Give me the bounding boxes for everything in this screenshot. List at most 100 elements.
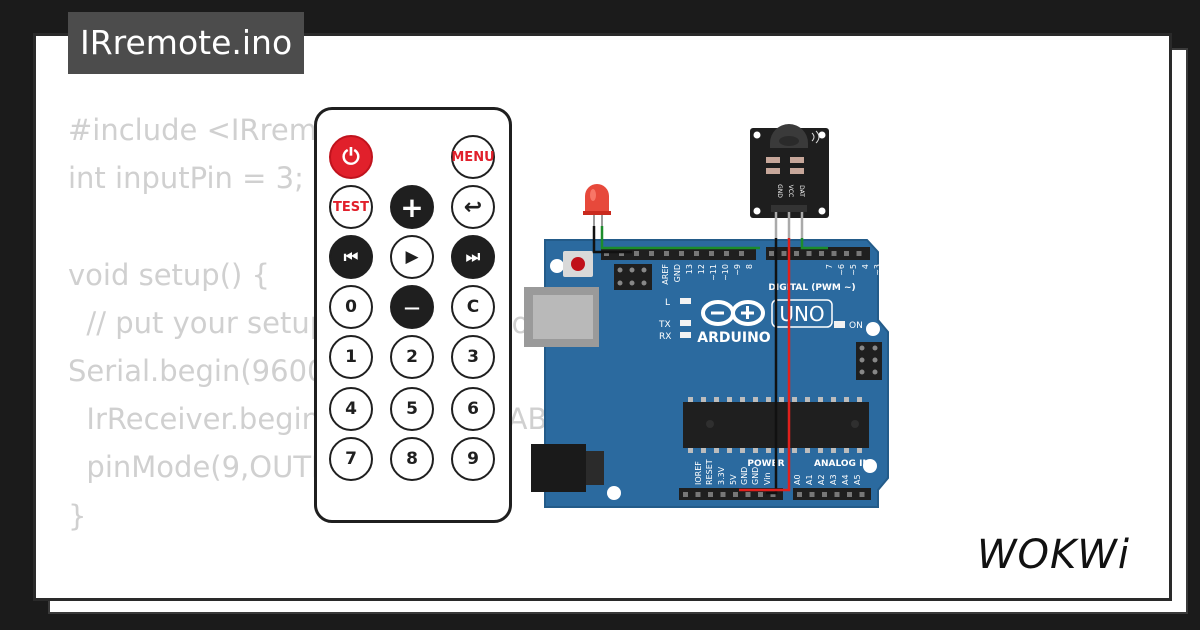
remote-button-label: 3 xyxy=(467,347,479,367)
remote-button-plus[interactable]: + xyxy=(390,185,434,229)
header-pin[interactable] xyxy=(806,251,812,256)
remote-button-power[interactable]: ⏻ xyxy=(329,135,373,179)
header-pin[interactable] xyxy=(769,251,774,256)
chip-pin xyxy=(714,448,719,453)
chip-pin xyxy=(779,397,784,402)
top-pin-label: ~10 xyxy=(721,264,730,281)
remote-button-1[interactable]: 1 xyxy=(329,335,373,379)
remote-button-test[interactable]: TEST xyxy=(329,185,373,229)
arduino-infinity-logo xyxy=(701,300,765,326)
header-pin[interactable] xyxy=(758,492,763,497)
remote-button-menu[interactable]: MENU xyxy=(451,135,495,179)
chip-pin xyxy=(805,448,810,453)
header-pin[interactable] xyxy=(724,251,729,256)
led-rx-label: RX xyxy=(659,332,671,342)
header-pin[interactable] xyxy=(708,492,713,497)
remote-button-3[interactable]: 3 xyxy=(451,335,495,379)
remote-button-8[interactable]: 8 xyxy=(390,437,434,481)
header-pin[interactable] xyxy=(739,251,744,256)
top-pin-label: ~5 xyxy=(849,264,858,276)
header-pin[interactable] xyxy=(604,251,609,256)
remote-button-c[interactable]: C xyxy=(451,285,495,329)
bottom-pin-label: A5 xyxy=(853,474,862,485)
top-pin-label: ~9 xyxy=(733,264,742,276)
reset-button[interactable] xyxy=(571,257,585,271)
top-pin-label: AREF xyxy=(661,264,670,285)
header-pin[interactable] xyxy=(683,492,688,497)
chip-pin xyxy=(844,397,849,402)
header-pin[interactable] xyxy=(679,251,684,256)
ir-vcc-wire xyxy=(739,238,791,492)
header-pin[interactable] xyxy=(847,492,852,497)
header-pin[interactable] xyxy=(733,492,738,497)
header-pin[interactable] xyxy=(856,251,862,256)
remote-button-label: 9 xyxy=(467,449,479,469)
header-pin[interactable] xyxy=(619,251,624,256)
header-pin[interactable] xyxy=(664,251,669,256)
code-line: } xyxy=(68,498,87,533)
power-section-label: POWER xyxy=(747,459,784,469)
remote-button-5[interactable]: 5 xyxy=(390,387,434,431)
remote-button-prev[interactable]: ⏮ xyxy=(329,235,373,279)
ir-receiver-module[interactable]: GND VCC DAT xyxy=(750,124,829,240)
remote-button-0[interactable]: 0 xyxy=(329,285,373,329)
remote-button-next[interactable]: ⏭ xyxy=(451,235,495,279)
remote-button-7[interactable]: 7 xyxy=(329,437,373,481)
chip-pin xyxy=(831,448,836,453)
code-line xyxy=(68,540,843,588)
top-pin-label: 8 xyxy=(745,264,754,269)
remote-button-9[interactable]: 9 xyxy=(451,437,495,481)
chip-pin xyxy=(857,397,862,402)
ir-pin-label-dat: DAT xyxy=(798,185,805,197)
bottom-pin-label: RESET xyxy=(705,459,714,485)
remote-button-2[interactable]: 2 xyxy=(390,335,434,379)
chip-pin xyxy=(688,397,693,402)
chip-pin xyxy=(792,397,797,402)
chip-pin xyxy=(766,448,771,453)
remote-button-label: 6 xyxy=(467,399,479,419)
chip-pin xyxy=(727,397,732,402)
header-pin[interactable] xyxy=(819,251,824,256)
header-pin[interactable] xyxy=(794,251,799,256)
chip-pin xyxy=(766,397,771,402)
header-pin[interactable] xyxy=(797,492,802,497)
header-pin[interactable] xyxy=(745,492,751,497)
remote-button-minus[interactable]: — xyxy=(390,285,434,329)
remote-button-play[interactable]: ▶ xyxy=(390,235,434,279)
red-led[interactable] xyxy=(583,184,611,228)
header-pin[interactable] xyxy=(781,251,787,256)
remote-button-6[interactable]: 6 xyxy=(451,387,495,431)
wokwi-logo: WOKWi xyxy=(977,532,1129,578)
header-pin[interactable] xyxy=(649,251,654,256)
remote-button-back[interactable]: ↩ xyxy=(451,185,495,229)
bottom-pin-label: IOREF xyxy=(694,461,703,485)
remote-button-4[interactable]: 4 xyxy=(329,387,373,431)
header-pin[interactable] xyxy=(809,492,815,497)
top-pin-label: GND xyxy=(673,264,682,282)
header-pin[interactable] xyxy=(822,492,827,497)
led-tx xyxy=(680,320,691,326)
chip-pin xyxy=(779,448,784,453)
header-pin[interactable] xyxy=(831,251,837,256)
header-pin[interactable] xyxy=(859,492,865,497)
arduino-brand-label: ARDUINO xyxy=(697,330,771,346)
header-pin[interactable] xyxy=(694,251,699,256)
header-pin[interactable] xyxy=(695,492,701,497)
header-pin[interactable] xyxy=(844,251,849,256)
header-pin[interactable] xyxy=(720,492,726,497)
header-pin[interactable] xyxy=(834,492,840,497)
chip-pin xyxy=(714,397,719,402)
chip-pin xyxy=(818,397,823,402)
remote-button-label: TEST xyxy=(333,199,369,215)
header-pin[interactable] xyxy=(770,492,776,497)
analog-section-label: ANALOG IN xyxy=(814,459,870,469)
header-pin[interactable] xyxy=(709,251,714,256)
code-line: Serial.begin(9600); xyxy=(68,353,347,388)
chip-pin xyxy=(740,397,745,402)
header-pin[interactable] xyxy=(634,251,639,256)
usb-connector-inner xyxy=(533,295,593,339)
top-pin-label: 13 xyxy=(685,264,694,274)
